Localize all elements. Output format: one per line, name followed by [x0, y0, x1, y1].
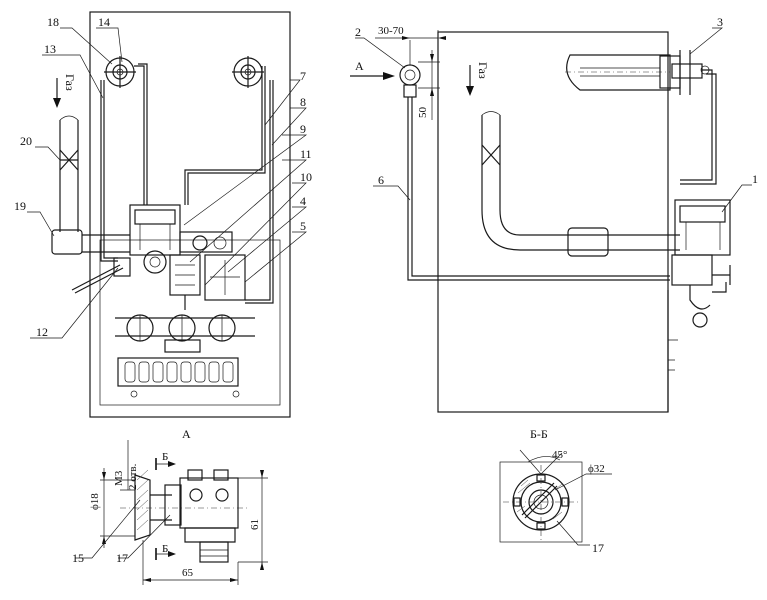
label-6: 6	[378, 173, 384, 187]
valve-block-9	[129, 204, 181, 256]
label-11: 11	[300, 147, 312, 161]
gas-label-left: Газ	[63, 74, 77, 91]
label-19: 19	[14, 199, 26, 213]
section-mark-top: Б	[162, 451, 168, 463]
gas-valve-unit-1	[671, 199, 731, 328]
label-5: 5	[300, 219, 306, 233]
gas-pipe	[59, 120, 79, 232]
dim-65: 65	[182, 567, 194, 579]
view-a-title: А	[182, 427, 191, 441]
tube-7	[184, 66, 263, 205]
label-15: 15	[72, 551, 84, 565]
tube-13	[103, 80, 118, 259]
label-2: 2	[355, 25, 361, 39]
gas-pipe-side	[481, 115, 680, 251]
label-8: 8	[300, 95, 306, 109]
dim-30-70: 30-70	[378, 25, 404, 37]
tube-8	[245, 80, 271, 301]
label-18: 18	[47, 15, 59, 29]
section-title: Б-Б	[530, 427, 548, 441]
label-14: 14	[98, 15, 110, 29]
front-view: Газ	[51, 11, 291, 418]
dim-18: ϕ18	[89, 493, 101, 510]
device-2	[399, 64, 421, 98]
dim-50: 50	[417, 107, 429, 119]
label-4: 4	[300, 194, 306, 208]
label-13: 13	[44, 42, 56, 56]
view-a: А Б Б ϕ18 М3 2 отв.	[75, 427, 268, 585]
dim-32: ϕ32	[588, 463, 605, 475]
tube-14	[134, 65, 145, 205]
pilot-burner-left	[104, 56, 136, 88]
label-9: 9	[300, 122, 306, 136]
leaders-side	[355, 27, 752, 213]
mounting-panel	[89, 11, 291, 418]
label-17b: 17	[592, 541, 604, 555]
device-4	[204, 254, 246, 301]
label-7: 7	[300, 69, 306, 83]
fitting	[567, 227, 609, 257]
section-mark-bottom: Б	[162, 543, 168, 555]
gas-label-right: Газ	[476, 62, 490, 79]
lead-12	[71, 264, 121, 291]
boiler-body	[437, 31, 669, 413]
label-17a: 17	[116, 551, 128, 565]
dim-m3: М3	[113, 470, 125, 486]
combustion-chamber	[566, 54, 671, 91]
dim-61: 61	[249, 519, 261, 530]
side-view: Газ А 30-70	[350, 25, 731, 413]
label-1: 1	[752, 172, 758, 186]
section-b-b: Б-Б 45° ϕ32	[499, 427, 612, 546]
tube-3	[680, 69, 713, 181]
label-12: 12	[36, 325, 48, 339]
filter-19	[51, 229, 83, 255]
burner-bar	[117, 357, 239, 387]
label-20: 20	[20, 134, 32, 148]
section-frame	[499, 461, 583, 543]
dim-45: 45°	[552, 449, 567, 461]
pilot-burner-3	[659, 50, 710, 95]
view-a-arrow: А	[355, 59, 364, 73]
pilot-burner-right	[232, 56, 264, 88]
dim-holes: 2 отв.	[127, 463, 139, 490]
leaders-front	[27, 27, 308, 339]
label-10: 10	[300, 170, 312, 184]
lead-6	[407, 97, 670, 281]
device-body	[179, 477, 239, 529]
label-3: 3	[717, 15, 723, 29]
